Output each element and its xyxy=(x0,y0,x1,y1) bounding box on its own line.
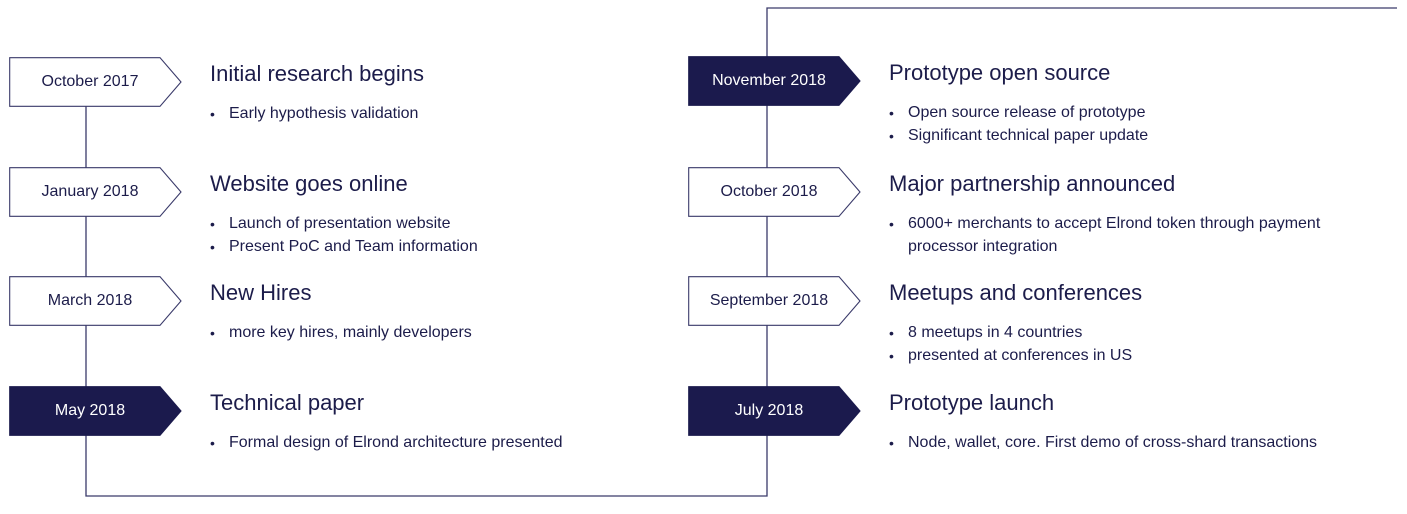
milestone-bullet: 6000+ merchants to accept Elrond token t… xyxy=(889,213,1379,258)
date-label: October 2017 xyxy=(41,73,139,90)
date-tag: November 2018 xyxy=(688,56,863,106)
milestone-bullet: Early hypothesis validation xyxy=(210,103,418,126)
milestone-bullets: Early hypothesis validation xyxy=(210,103,418,126)
date-tag-arrow-shape xyxy=(9,57,182,107)
milestone-bullets: Launch of presentation websitePresent Po… xyxy=(210,213,478,258)
date-tag-arrow-shape xyxy=(9,167,182,217)
date-label: March 2018 xyxy=(47,292,133,309)
date-tag-arrow-shape xyxy=(688,56,861,106)
milestone-bullets: 8 meetups in 4 countriespresented at con… xyxy=(889,322,1132,367)
date-tag-shape xyxy=(9,167,182,217)
date-tag: January 2018 xyxy=(9,167,184,217)
timeline-path xyxy=(85,7,1397,497)
date-tag-arrow-shape xyxy=(9,276,182,326)
milestone-bullet: Node, wallet, core. First demo of cross-… xyxy=(889,432,1317,455)
milestone-bullets: Node, wallet, core. First demo of cross-… xyxy=(889,432,1317,455)
date-label: July 2018 xyxy=(734,402,804,419)
date-tag-shape xyxy=(688,167,861,217)
date-tag-arrow-shape xyxy=(688,276,861,326)
milestone-title: Initial research begins xyxy=(210,61,425,86)
date-tag-shape xyxy=(688,56,861,106)
date-tag-shape xyxy=(9,276,182,326)
date-label: May 2018 xyxy=(54,402,126,419)
milestone-title: Prototype open source xyxy=(889,60,1111,85)
date-tag: July 2018 xyxy=(688,386,863,436)
milestone-bullet: Launch of presentation website xyxy=(210,213,478,236)
date-tag-arrow-shape xyxy=(9,386,182,436)
date-tag: October 2018 xyxy=(688,167,863,217)
milestone-bullet: 8 meetups in 4 countries xyxy=(889,322,1132,345)
milestone-bullet: Open source release of prototype xyxy=(889,102,1148,125)
milestone-title: Meetups and conferences xyxy=(889,280,1143,305)
milestone-bullet: presented at conferences in US xyxy=(889,345,1132,368)
date-label: September 2018 xyxy=(709,292,829,309)
date-tag-arrow-shape xyxy=(688,386,861,436)
date-tag-shape xyxy=(9,386,182,436)
milestone-bullets: more key hires, mainly developers xyxy=(210,322,472,345)
date-tag-shape xyxy=(688,386,861,436)
milestone-bullets: 6000+ merchants to accept Elrond token t… xyxy=(889,213,1379,258)
milestone-title: Major partnership announced xyxy=(889,171,1176,196)
date-tag: October 2017 xyxy=(9,57,184,107)
date-tag-shape xyxy=(688,276,861,326)
date-tag: March 2018 xyxy=(9,276,184,326)
milestone-bullet: more key hires, mainly developers xyxy=(210,322,472,345)
milestone-title: New Hires xyxy=(210,280,312,305)
date-tag-arrow-shape xyxy=(688,167,861,217)
milestone-bullet: Formal design of Elrond architecture pre… xyxy=(210,432,563,455)
milestone-title: Technical paper xyxy=(210,390,365,415)
milestone-bullets: Open source release of prototypeSignific… xyxy=(889,102,1148,147)
date-tag-shape xyxy=(9,57,182,107)
date-label: October 2018 xyxy=(720,183,818,200)
date-tag: May 2018 xyxy=(9,386,184,436)
milestone-bullets: Formal design of Elrond architecture pre… xyxy=(210,432,563,455)
date-label: November 2018 xyxy=(712,72,826,89)
milestone-title: Website goes online xyxy=(210,171,408,196)
milestone-title: Prototype launch xyxy=(889,390,1055,415)
milestone-bullet: Present PoC and Team information xyxy=(210,236,478,259)
date-label: January 2018 xyxy=(41,183,139,200)
milestone-bullet: Significant technical paper update xyxy=(889,125,1148,148)
date-tag: September 2018 xyxy=(688,276,863,326)
